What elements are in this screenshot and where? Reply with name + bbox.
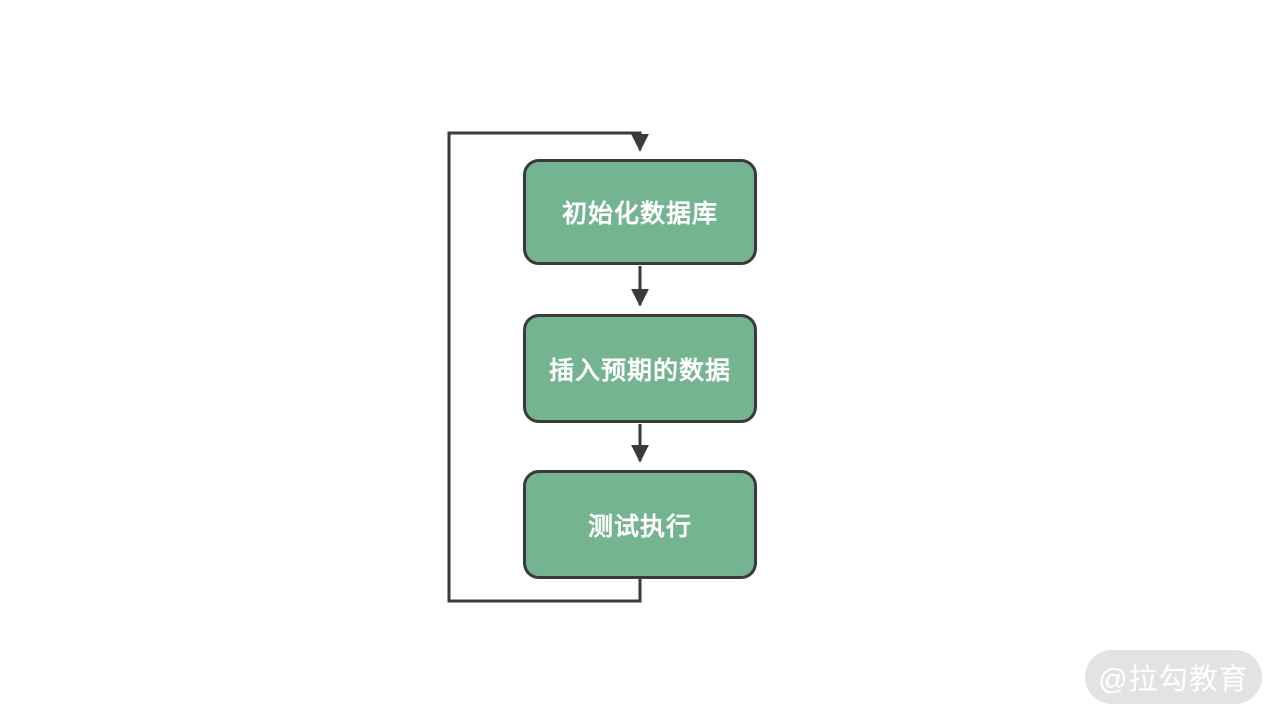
node-init-database: 初始化数据库 — [523, 159, 757, 265]
watermark-label: @拉勾教育 — [1098, 664, 1249, 696]
node-test-execution: 测试执行 — [523, 470, 757, 579]
node-insert-expected-data: 插入预期的数据 — [523, 314, 757, 423]
node-test-execution-label: 测试执行 — [587, 512, 692, 541]
watermark-badge: @拉勾教育 — [1085, 650, 1262, 704]
node-insert-expected-data-label: 插入预期的数据 — [548, 356, 731, 385]
node-init-database-label: 初始化数据库 — [561, 200, 718, 228]
